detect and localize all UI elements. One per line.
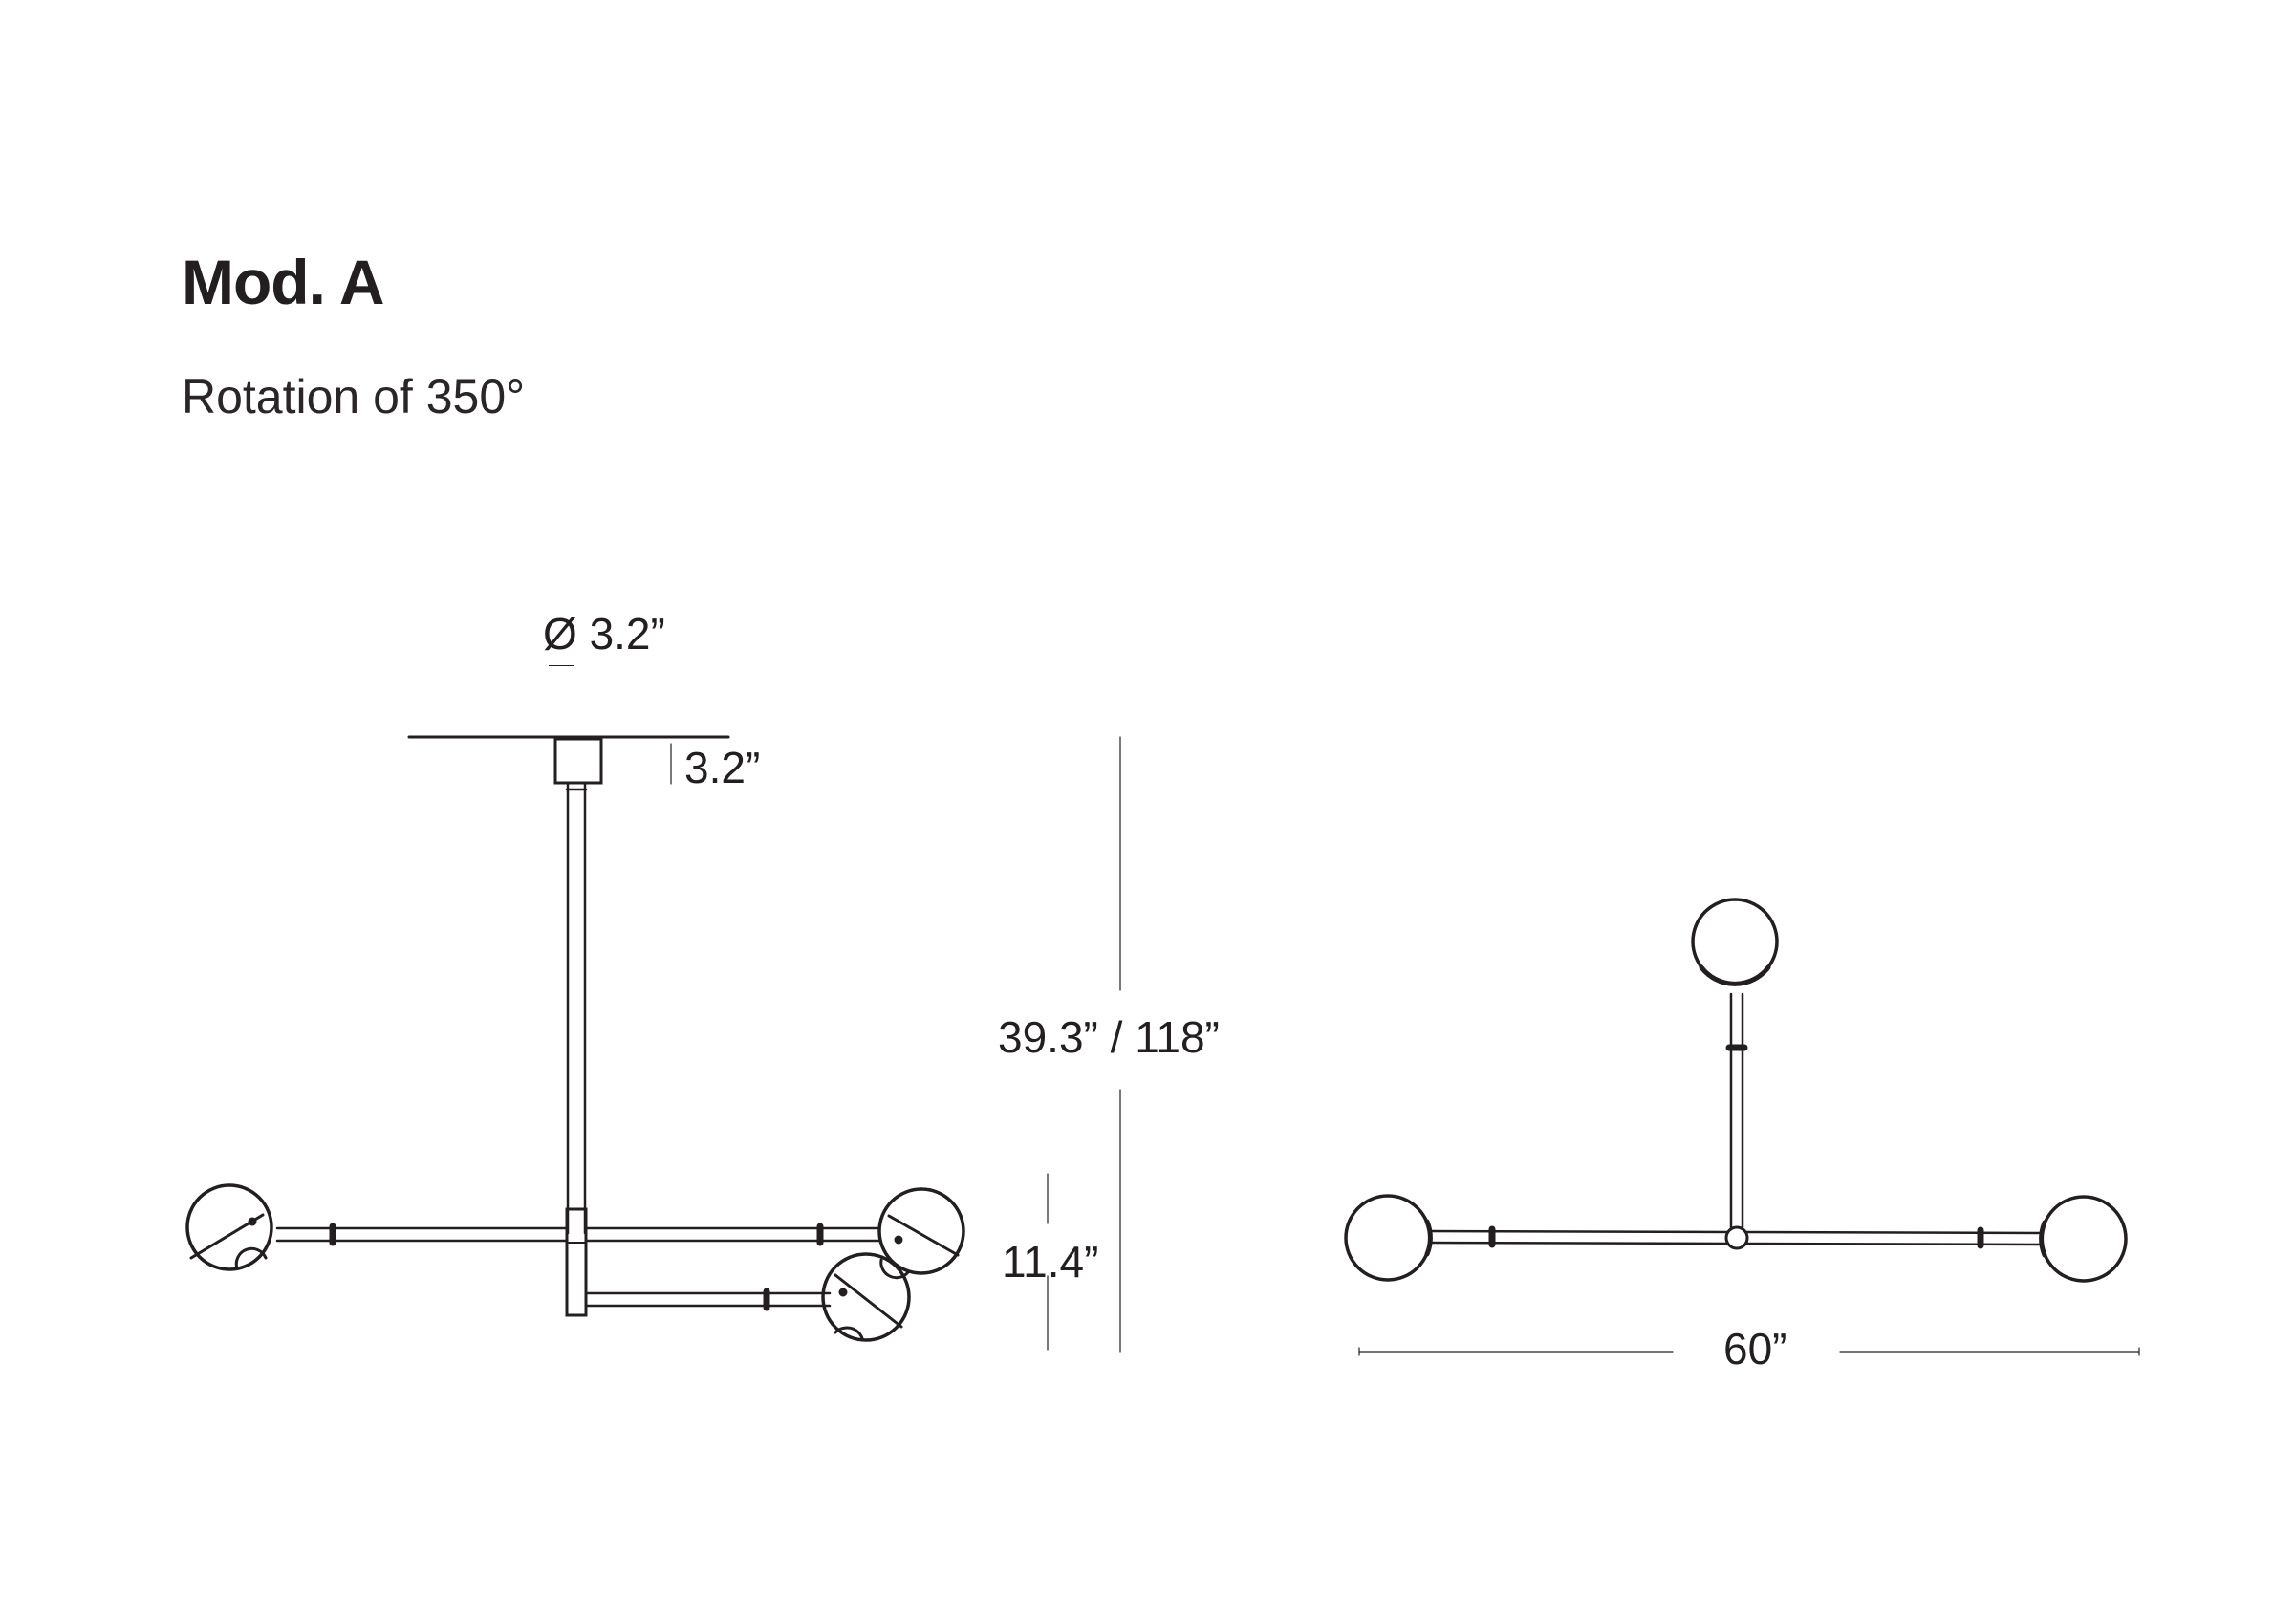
globe-left bbox=[185, 1183, 273, 1271]
page-title: Mod. A bbox=[182, 247, 384, 317]
top-hub bbox=[1724, 1225, 1749, 1250]
globe-lower bbox=[821, 1252, 911, 1342]
canopy-diameter-value: 3.2” bbox=[589, 609, 665, 659]
top-globe-up bbox=[1691, 898, 1779, 986]
diameter-icon: Ø bbox=[543, 609, 577, 659]
top-arm-left-top bbox=[1428, 1229, 1730, 1234]
overall-height-label: 39.3” / 118” bbox=[998, 1012, 1220, 1062]
top-arm-left-bottom bbox=[1428, 1241, 1730, 1245]
top-arm-right-bottom bbox=[1743, 1242, 2044, 1246]
canopy bbox=[553, 737, 603, 785]
globe-right bbox=[877, 1187, 965, 1280]
top-globe-left bbox=[1344, 1194, 1433, 1282]
top-arm-right-top bbox=[1743, 1230, 2044, 1235]
top-globe-right bbox=[2039, 1195, 2128, 1283]
overall-width-label: 60” bbox=[1723, 1324, 1787, 1374]
side-view bbox=[185, 735, 1121, 1353]
page-subtitle: Rotation of 350° bbox=[182, 370, 526, 423]
canopy-diameter-label: Ø 3.2” bbox=[543, 612, 665, 656]
top-view bbox=[1344, 898, 2140, 1356]
canopy-height-label: 3.2” bbox=[684, 743, 761, 792]
hub bbox=[565, 1207, 588, 1317]
arm-drop-label: 11.4” bbox=[1002, 1237, 1099, 1287]
